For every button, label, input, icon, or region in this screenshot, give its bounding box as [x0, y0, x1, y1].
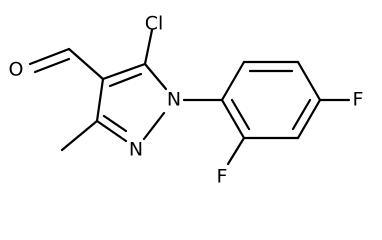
- chemical-structure: Cl N N O F F: [9, 13, 364, 188]
- atom-label-n1: N: [167, 89, 181, 111]
- bond-c4-c5: [101, 62, 147, 81]
- bond-ar1-ar2: [220, 60, 246, 102]
- bond-ar4-ar5: [296, 98, 322, 140]
- bond-c3-methyl: [60, 119, 99, 152]
- bond-c5-n1: [143, 62, 168, 91]
- bond-cho-o-inner: [33, 57, 71, 74]
- bond-n2-c3-inner: [102, 114, 128, 133]
- bond-c3-c4: [95, 77, 105, 123]
- bond-ar6-f: [226, 136, 246, 166]
- pyrazole-ring: [95, 62, 168, 143]
- bond-ar6-ar1-inner: [230, 98, 251, 131]
- atom-label-oxygen: O: [9, 59, 24, 81]
- bond-n2-c3: [95, 119, 128, 143]
- bond-ar4-ar5-inner: [291, 98, 312, 131]
- atom-label-fluorine-para: F: [353, 89, 364, 111]
- bond-ar6-ar1: [220, 98, 246, 140]
- bond-c4-c5-inner: [108, 72, 143, 88]
- bond-ar3-ar4: [296, 60, 322, 102]
- atom-label-fluorine-ortho: F: [217, 166, 228, 188]
- atom-label-n2: N: [129, 139, 143, 161]
- bond-n1-n2: [142, 111, 166, 141]
- bond-cho-o: [28, 47, 71, 66]
- atom-label-chlorine: Cl: [145, 13, 164, 35]
- phenyl-ring: [220, 60, 322, 140]
- bond-c5-cl: [143, 28, 154, 66]
- bond-c4-cho: [67, 47, 105, 81]
